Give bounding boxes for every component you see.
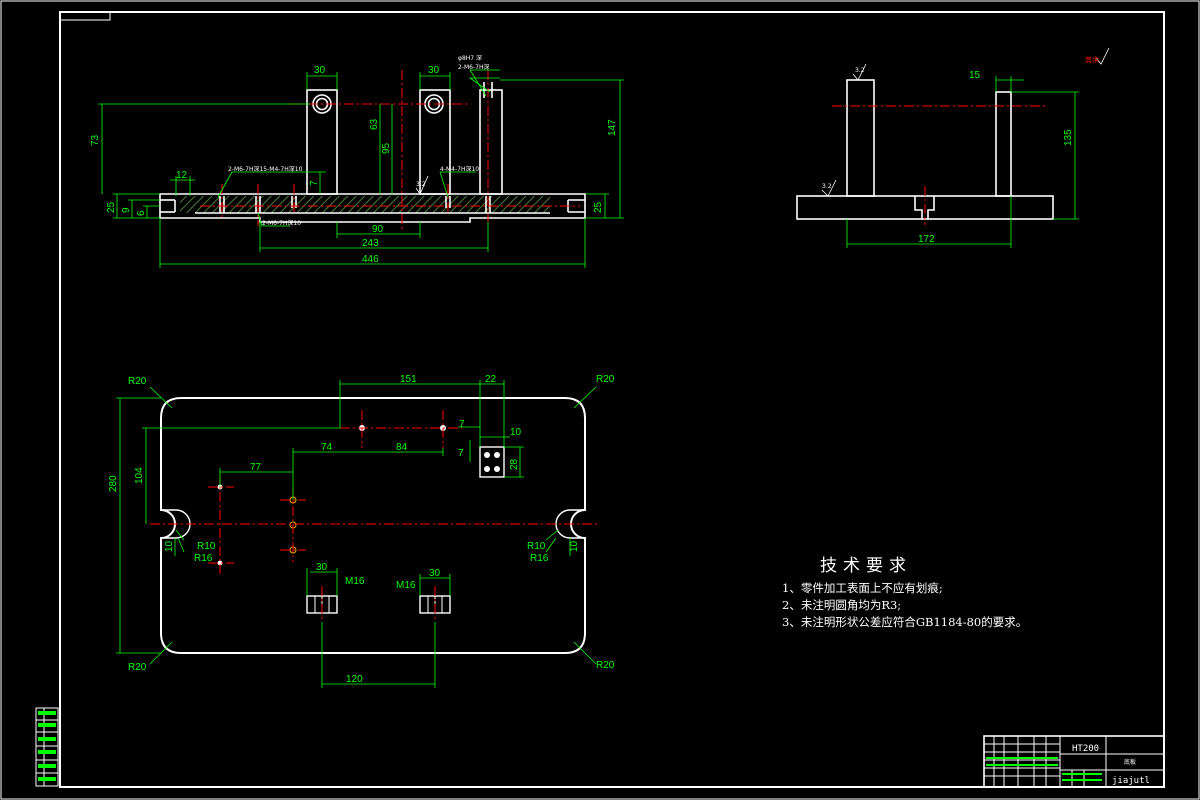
dim-22: 22 xyxy=(485,374,497,385)
front-view: 30 30 73 63 95 147 25 25 9 6 12 7 90 243… xyxy=(90,54,624,268)
dim-6: 6 xyxy=(136,210,147,216)
dim-28: 28 xyxy=(509,458,520,470)
dim-10-left: 10 xyxy=(164,540,175,552)
dim-135: 135 xyxy=(1063,129,1074,146)
dim-7a: 7 xyxy=(459,419,465,430)
dim-280: 280 xyxy=(108,475,119,492)
tech-note-1: 1、零件加工表面上不应有划痕; xyxy=(782,581,943,595)
dim-r20-br: R20 xyxy=(596,660,615,671)
dim-9: 9 xyxy=(121,207,132,213)
dim-r20-tr: R20 xyxy=(596,374,615,385)
dim-30-right: 30 xyxy=(428,65,440,76)
dim-30-tslot-left: 30 xyxy=(316,562,328,573)
callout-threads-right: 4-M4-7H深10 xyxy=(440,165,479,173)
dim-25-right: 25 xyxy=(593,201,604,213)
roughness-side-left: 3.2 xyxy=(822,183,832,190)
dim-15: 15 xyxy=(969,70,981,81)
dim-73: 73 xyxy=(90,134,101,146)
binding-strip xyxy=(35,707,59,787)
dim-r10-right: R10 xyxy=(527,541,546,552)
dim-10: 10 xyxy=(510,427,522,438)
dim-7b: 7 xyxy=(458,448,464,459)
roughness-other-label: 其余 xyxy=(1085,55,1099,64)
tech-notes-title: 技术要求 xyxy=(820,556,912,576)
dim-172: 172 xyxy=(918,234,935,245)
title-block-material: HT200 xyxy=(1072,744,1099,754)
tech-notes: 技术要求 1、零件加工表面上不应有划痕; 2、未注明圆角均为R3; 3、未注明形… xyxy=(782,556,1027,629)
title-block-author: jiajutl xyxy=(1112,776,1150,786)
dim-r20-tl: R20 xyxy=(128,376,147,387)
dim-90: 90 xyxy=(372,224,384,235)
dim-r20-bl: R20 xyxy=(128,662,147,673)
dim-151: 151 xyxy=(400,374,417,385)
dim-446: 446 xyxy=(362,254,379,265)
dim-7-front: 7 xyxy=(309,180,320,186)
dim-95: 95 xyxy=(381,142,392,154)
side-view: 15 135 172 3.2 3.2 其余 xyxy=(796,47,1110,248)
dim-r10-left: R10 xyxy=(197,541,216,552)
roughness-side-top: 3.2 xyxy=(855,67,865,74)
dim-10-right: 10 xyxy=(569,540,580,552)
callout-threads-bottom: 2-M6-7H深10 xyxy=(262,219,301,227)
callout-top-1: φ8H7 深 xyxy=(458,54,482,62)
callout-threads-left: 2-M6-7H深15-M4-7H深10 xyxy=(228,165,303,173)
dim-74: 74 xyxy=(321,442,333,453)
dim-243: 243 xyxy=(362,238,379,249)
hatched-section xyxy=(180,196,550,213)
dim-r16-right: R16 xyxy=(530,553,549,564)
title-block-part-name: 底板 xyxy=(1124,758,1136,766)
dim-147: 147 xyxy=(607,119,618,136)
roughness-front: 3.2 xyxy=(416,181,426,188)
top-view: R20 R20 R20 R20 151 22 7 10 7 28 74 84 7… xyxy=(108,374,615,688)
tech-note-2: 2、未注明圆角均为R3; xyxy=(782,598,901,612)
dim-m16-right: M16 xyxy=(396,580,416,591)
dim-63: 63 xyxy=(369,118,380,130)
dim-84: 84 xyxy=(396,442,408,453)
dim-12: 12 xyxy=(176,170,188,181)
tech-note-3: 3、未注明形状公差应符合GB1184-80的要求。 xyxy=(782,615,1027,629)
dim-30-left: 30 xyxy=(314,65,326,76)
dim-m16-left: M16 xyxy=(345,576,365,587)
dim-r16-left: R16 xyxy=(194,553,213,564)
dim-25-left: 25 xyxy=(106,201,117,213)
dim-104: 104 xyxy=(134,467,145,484)
callout-top-2: 2-M6-7H深 xyxy=(458,63,489,71)
dim-30-tslot-right: 30 xyxy=(429,568,441,579)
dim-120: 120 xyxy=(346,674,363,685)
title-block: HT200 底板 jiajutl xyxy=(983,735,1165,788)
dim-77: 77 xyxy=(250,462,262,473)
